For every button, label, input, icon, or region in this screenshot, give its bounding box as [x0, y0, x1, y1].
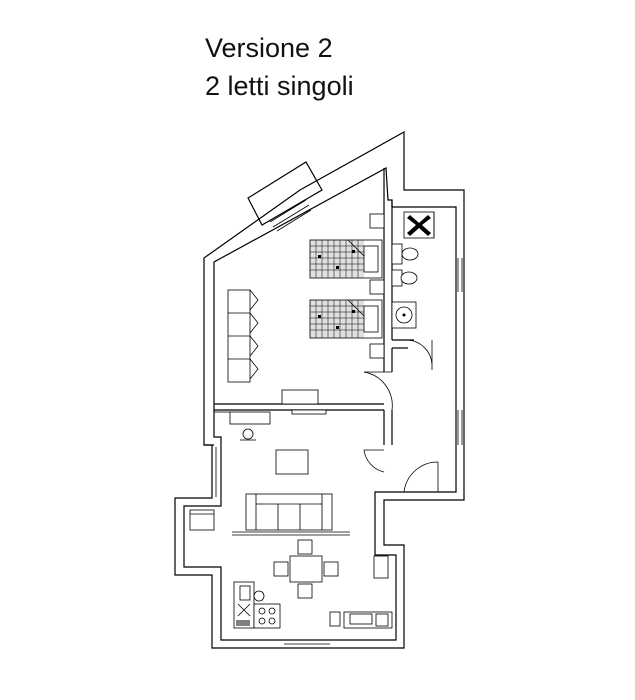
nightstands: [369, 213, 385, 359]
shower-tray: [403, 211, 435, 239]
plan-title-version: Versione 2: [205, 33, 333, 63]
bedroom-window: [247, 161, 323, 232]
toilet: [391, 243, 419, 265]
wardrobe: [227, 289, 259, 383]
kitchen-stool: [329, 611, 341, 627]
dining-table: [289, 555, 323, 583]
armchair-left: [189, 509, 215, 531]
sideboard: [373, 555, 389, 579]
sofa: [245, 493, 333, 531]
cooktop: [258, 607, 276, 625]
washbasin: [391, 301, 417, 329]
single-bed-2: [309, 299, 383, 339]
bidet: [391, 269, 418, 287]
kitchen-counter: [233, 581, 281, 629]
single-bed-1: [309, 239, 383, 279]
tv-unit: [343, 611, 393, 629]
desk-chair: [240, 428, 256, 441]
plan-title-beds: 2 letti singoli: [205, 71, 354, 101]
doors: [211, 258, 463, 645]
dining-chairs: [273, 539, 339, 599]
coffee-table: [275, 449, 309, 475]
desk: [229, 409, 327, 425]
bedroom-shelf: [281, 389, 319, 405]
